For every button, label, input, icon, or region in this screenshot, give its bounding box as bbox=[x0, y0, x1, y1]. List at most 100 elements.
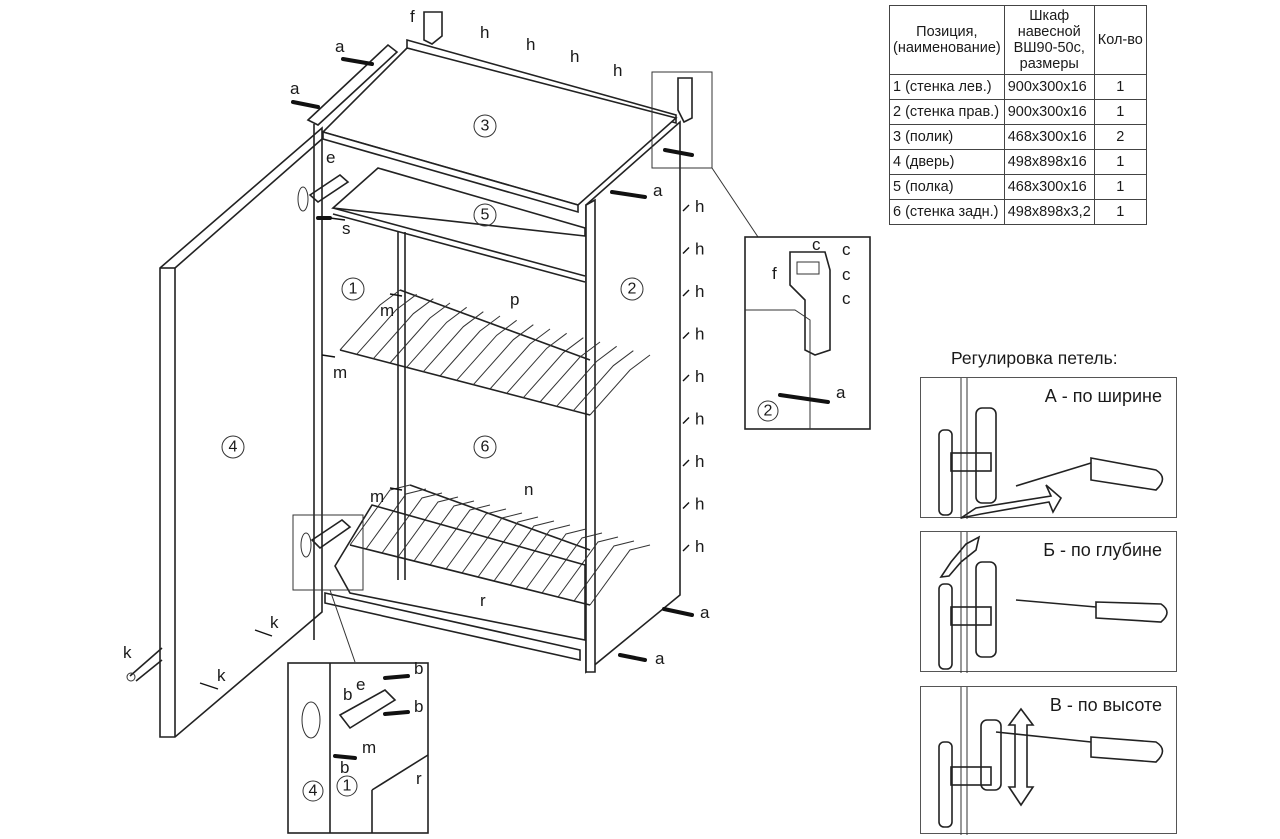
shelf-supports bbox=[321, 217, 403, 491]
adjust-depth-panel: Б - по глубине bbox=[920, 531, 1177, 673]
adjust-width-caption: А - по ширине bbox=[1044, 386, 1162, 406]
part-number-3: 3 bbox=[481, 118, 490, 135]
hinge-top bbox=[297, 173, 350, 220]
bracket-f-top bbox=[423, 11, 693, 124]
arrow-horizontal-icon bbox=[960, 484, 1063, 519]
cell-position: 5 (полка) bbox=[889, 174, 1005, 200]
cell-qty: 1 bbox=[1093, 149, 1147, 175]
table-header-row: Позиция, (наименование) Шкаф навесной ВШ… bbox=[889, 5, 1147, 75]
bracket-detail-panel: 2 bbox=[744, 236, 871, 430]
rack-wire bbox=[356, 293, 417, 355]
rack-wire bbox=[573, 540, 635, 602]
rack-wire bbox=[397, 496, 459, 558]
label-c: c bbox=[842, 289, 851, 308]
hinge-bottom bbox=[300, 518, 352, 558]
rack-wire bbox=[472, 324, 534, 385]
shelf-5: 5 bbox=[331, 167, 586, 283]
label-k: k bbox=[270, 613, 279, 632]
label-m: m bbox=[333, 363, 347, 382]
adjust-width-panel: А - по ширине bbox=[920, 377, 1177, 519]
cell-qty: 1 bbox=[1093, 174, 1147, 200]
cell-size: 900x300x16 bbox=[1003, 74, 1095, 100]
rack-wire bbox=[589, 354, 651, 416]
rack-wire bbox=[422, 311, 484, 372]
rack-wire bbox=[381, 492, 443, 554]
rack-wire bbox=[439, 315, 501, 377]
nail-h-mark bbox=[682, 417, 690, 424]
label-h: h bbox=[526, 35, 535, 54]
arrow-vertical-icon bbox=[1007, 707, 1035, 807]
rack-wire bbox=[556, 345, 617, 407]
label-h: h bbox=[695, 537, 704, 556]
label-p: p bbox=[510, 290, 519, 309]
part-number-2: 2 bbox=[628, 281, 637, 298]
label-a: a bbox=[290, 79, 300, 98]
label-c: c bbox=[842, 265, 851, 284]
part-number-2-detail: 2 bbox=[764, 403, 773, 420]
label-h: h bbox=[695, 197, 704, 216]
screwdriver-hinge-illustration bbox=[938, 378, 1164, 519]
rack-wire bbox=[389, 302, 451, 364]
nail-h-mark bbox=[682, 459, 690, 467]
nail-h-mark bbox=[682, 374, 690, 382]
label-h: h bbox=[695, 452, 704, 471]
screws-a bbox=[291, 57, 694, 662]
label-n: n bbox=[524, 480, 533, 499]
label-b: b bbox=[414, 697, 423, 716]
label-m: m bbox=[370, 487, 384, 506]
screwdriver-icon bbox=[1095, 601, 1168, 623]
rack-wire bbox=[429, 504, 491, 566]
screwdriver-hinge-illustration bbox=[938, 687, 1164, 835]
screwdriver-icon bbox=[1090, 736, 1164, 763]
header-quantity: Кол-во bbox=[1093, 5, 1147, 75]
cell-size: 498x898x3,2 bbox=[1003, 199, 1095, 225]
nail-h-mark bbox=[682, 204, 690, 212]
nail-h-mark bbox=[682, 502, 690, 509]
label-c: c bbox=[842, 240, 851, 259]
cell-position: 6 (стенка задн.) bbox=[889, 199, 1005, 225]
nail-h-mark bbox=[682, 289, 690, 297]
cell-size: 498x898x16 bbox=[1003, 149, 1095, 175]
top-panel-3: 3 bbox=[321, 38, 678, 214]
rack-wire bbox=[525, 528, 587, 590]
screwdriver-hinge-illustration bbox=[938, 532, 1168, 673]
nail-h-mark bbox=[682, 332, 690, 339]
rack-wire bbox=[539, 341, 601, 403]
rack-wire bbox=[413, 500, 475, 562]
cell-size: 468x300x16 bbox=[1003, 124, 1095, 150]
label-h: h bbox=[613, 61, 622, 80]
rack-wire bbox=[461, 512, 523, 574]
label-h: h bbox=[695, 325, 704, 344]
cell-qty: 1 bbox=[1093, 74, 1147, 100]
back-wall-6: 6 bbox=[397, 232, 497, 580]
label-a: a bbox=[836, 383, 846, 402]
nail-h-mark bbox=[682, 544, 690, 552]
label-a: a bbox=[655, 649, 665, 668]
rack-wire bbox=[489, 328, 551, 390]
label-f: f bbox=[410, 7, 415, 26]
label-b: b bbox=[343, 685, 352, 704]
rack-wire bbox=[572, 350, 634, 411]
rack-wire bbox=[406, 306, 467, 368]
cell-qty: 1 bbox=[1093, 99, 1147, 125]
label-c: c bbox=[812, 235, 821, 254]
nail-h-mark bbox=[682, 247, 690, 254]
label-m: m bbox=[380, 301, 394, 320]
arrow-diagonal-icon bbox=[939, 535, 981, 579]
label-r: r bbox=[416, 769, 422, 788]
cell-qty: 1 bbox=[1093, 199, 1147, 225]
adjust-height-caption: В - по высоте bbox=[1049, 695, 1162, 715]
hinge-detail-box-top bbox=[292, 71, 761, 663]
part-number-1-detail: 1 bbox=[343, 778, 352, 795]
rack-wire bbox=[541, 532, 603, 594]
rack-wire bbox=[365, 488, 427, 550]
label-f: f bbox=[772, 264, 777, 283]
rack-wire bbox=[509, 524, 571, 586]
